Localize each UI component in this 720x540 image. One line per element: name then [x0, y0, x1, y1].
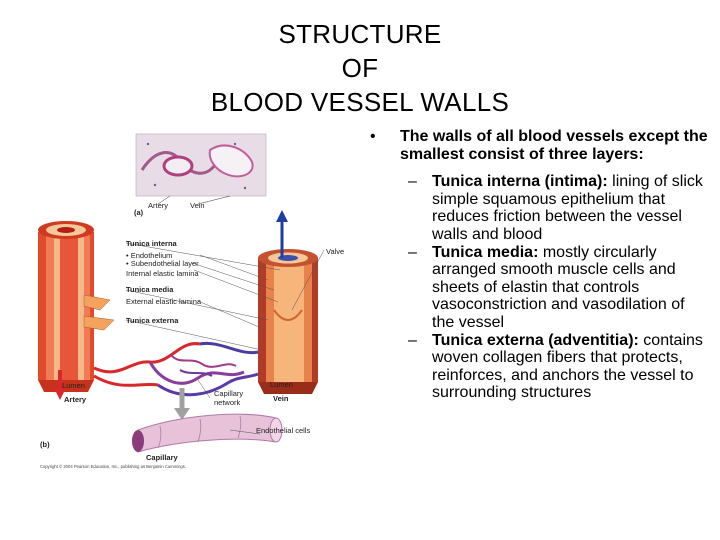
title-line-1: STRUCTURE: [278, 19, 442, 49]
label-capillary: Capillary: [146, 453, 179, 462]
label-subendothelial: • Subendothelial layer: [126, 259, 199, 268]
desc-tunica-interna: lining of slick simple squamous epitheli…: [432, 173, 703, 243]
figure-copyright: Copyright © 2004 Pearson Education, Inc.…: [40, 464, 186, 469]
blood-vessel-illustration: Artery Vein (a): [38, 133, 344, 469]
bullet-list: • The walls of all blood vessels except …: [370, 128, 710, 402]
main-bullet-text: The walls of all blood vessels except th…: [400, 128, 708, 163]
label-capillary-network-1: Capillary: [214, 389, 243, 398]
bullet-marker: •: [370, 128, 376, 145]
label-artery: Artery: [64, 395, 87, 404]
desc-tunica-media: mostly circularly arranged smooth muscle…: [432, 243, 685, 331]
dash-marker: –: [408, 243, 417, 261]
desc-tunica-externa: contains woven collagen fibers that prot…: [432, 331, 703, 402]
label-internal-elastic: Internal elastic lamina: [126, 269, 199, 278]
sub-bullet-tunica-interna: – Tunica interna (intima): lining of sli…: [370, 173, 710, 243]
label-endothelium: • Endothelium: [126, 251, 172, 260]
capillary-network-drawing: [54, 341, 259, 400]
label-external-elastic: External elastic lamina: [126, 297, 202, 306]
term-tunica-externa: Tunica externa (adventitia):: [432, 331, 639, 349]
leader-lines: [125, 242, 325, 435]
capillary-drawing: [132, 413, 283, 453]
dash-marker: –: [408, 173, 417, 191]
term-tunica-interna: Tunica interna (intima):: [432, 173, 608, 191]
capillary-arrow: [174, 388, 190, 420]
label-part-b: (b): [40, 440, 50, 449]
title-line-3: BLOOD VESSEL WALLS: [210, 87, 510, 117]
page-title: STRUCTURE OF BLOOD VESSEL WALLS: [150, 17, 570, 119]
label-lumen-artery: Lumen: [62, 381, 85, 390]
label-endothelial-cells: Endothelial cells: [256, 426, 310, 435]
label-tunica-media: Tunica media: [126, 285, 174, 294]
sub-bullet-tunica-externa: – Tunica externa (adventitia): contains …: [370, 332, 710, 402]
vein-drawing: [258, 210, 318, 394]
label-vein-micro: Vein: [190, 201, 205, 210]
label-artery-micro: Artery: [148, 201, 168, 210]
sub-bullet-list: – Tunica interna (intima): lining of sli…: [370, 173, 710, 402]
label-tunica-interna: Tunica interna: [126, 239, 178, 248]
micrograph: [135, 133, 267, 197]
label-vein: Vein: [273, 394, 289, 403]
term-tunica-media: Tunica media:: [432, 243, 539, 261]
label-part-a: (a): [134, 208, 144, 217]
label-valve: Valve: [326, 247, 344, 256]
dash-marker: –: [408, 331, 417, 349]
label-tunica-externa: Tunica externa: [126, 316, 179, 325]
label-capillary-network-2: network: [214, 398, 241, 407]
main-bullet: • The walls of all blood vessels except …: [370, 128, 710, 163]
label-lumen-vein: Lumen: [270, 380, 293, 389]
sub-bullet-tunica-media: – Tunica media: mostly circularly arrang…: [370, 244, 710, 332]
blood-vessel-figure: Artery Vein (a): [30, 130, 360, 475]
title-line-2: OF: [341, 53, 379, 83]
artery-drawing: [38, 221, 115, 392]
